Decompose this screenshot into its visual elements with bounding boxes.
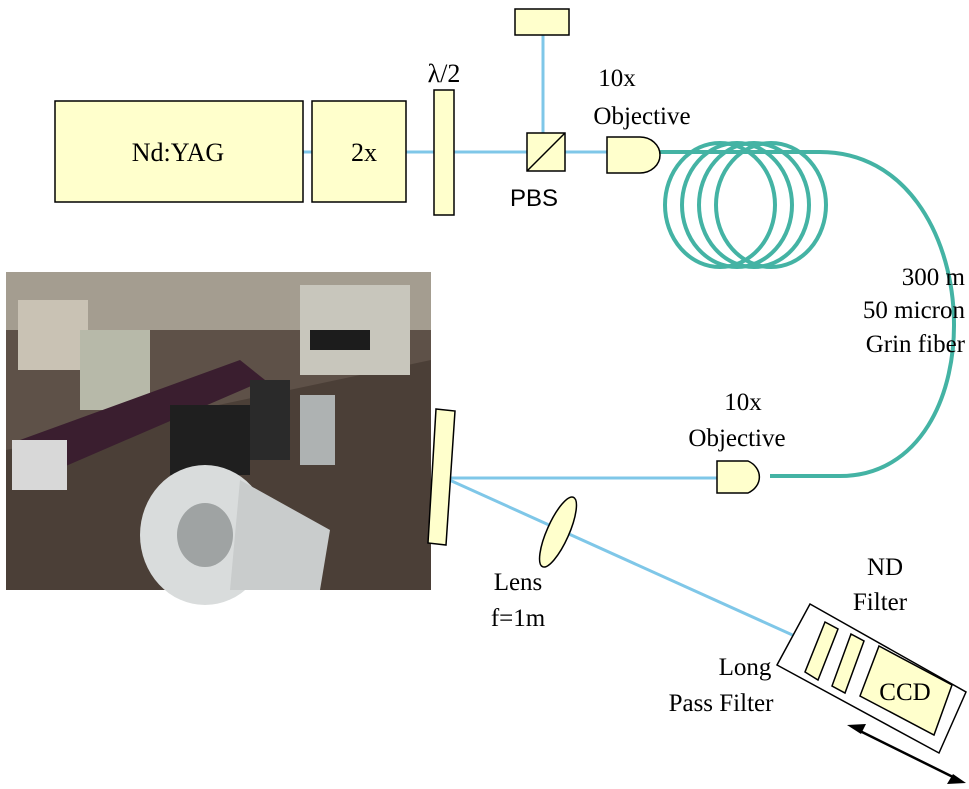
- pbs-cube: PBS: [510, 132, 566, 212]
- long-pass-label-2: Pass Filter: [669, 690, 775, 717]
- doubler-label: 2x: [351, 138, 377, 167]
- laser-label: Nd:YAG: [132, 138, 224, 167]
- long-pass-label-1: Long: [719, 654, 772, 681]
- beam-mirror-to-ccd: [444, 476, 809, 644]
- fiber-label-3: Grin fiber: [866, 331, 966, 358]
- mirror: [427, 408, 456, 546]
- setup-photo: [6, 272, 431, 605]
- nd-filter-label-2: Filter: [853, 589, 908, 616]
- fiber-long-run: [770, 150, 956, 478]
- lens-label-1: Lens: [494, 569, 543, 596]
- translation-arrow: [847, 724, 966, 784]
- fiber-coil: [660, 141, 956, 478]
- beam-dump: [514, 8, 570, 36]
- pbs-label: PBS: [510, 185, 558, 212]
- long-pass-filter: [804, 620, 839, 682]
- fiber-label: 300 m 50 micron Grin fiber: [863, 264, 966, 358]
- long-pass-label: Long Pass Filter: [669, 654, 775, 717]
- nd-filter-label-1: ND: [867, 554, 903, 581]
- lens: Lens f=1m: [491, 496, 578, 632]
- objective-out-label-1: 10x: [724, 389, 762, 416]
- objective-in-label-1: 10x: [598, 65, 636, 92]
- fiber-label-2: 50 micron: [863, 297, 966, 324]
- waveplate-label: λ/2: [428, 59, 461, 88]
- objective-in: 10x Objective: [593, 65, 691, 174]
- laser-box: Nd:YAG: [54, 100, 304, 203]
- fiber-loop: [663, 141, 777, 269]
- fiber-label-1: 300 m: [902, 264, 966, 291]
- beam-path: [303, 35, 809, 644]
- doubler-box: 2x: [311, 100, 407, 203]
- waveplate: λ/2: [428, 59, 461, 216]
- fiber-loop: [697, 141, 811, 269]
- objective-out-label-2: Objective: [688, 425, 785, 452]
- nd-filter: [831, 632, 865, 695]
- ccd-label: CCD: [879, 679, 930, 706]
- objective-in-label-2: Objective: [593, 103, 690, 130]
- fiber-loop: [680, 141, 794, 269]
- fiber-loop: [714, 141, 828, 269]
- objective-out: 10x Objective: [688, 389, 786, 494]
- detector-assembly: CCD: [775, 602, 967, 755]
- ccd-box: [859, 644, 953, 737]
- nd-filter-label: ND Filter: [853, 554, 908, 616]
- lens-label-2: f=1m: [491, 605, 546, 632]
